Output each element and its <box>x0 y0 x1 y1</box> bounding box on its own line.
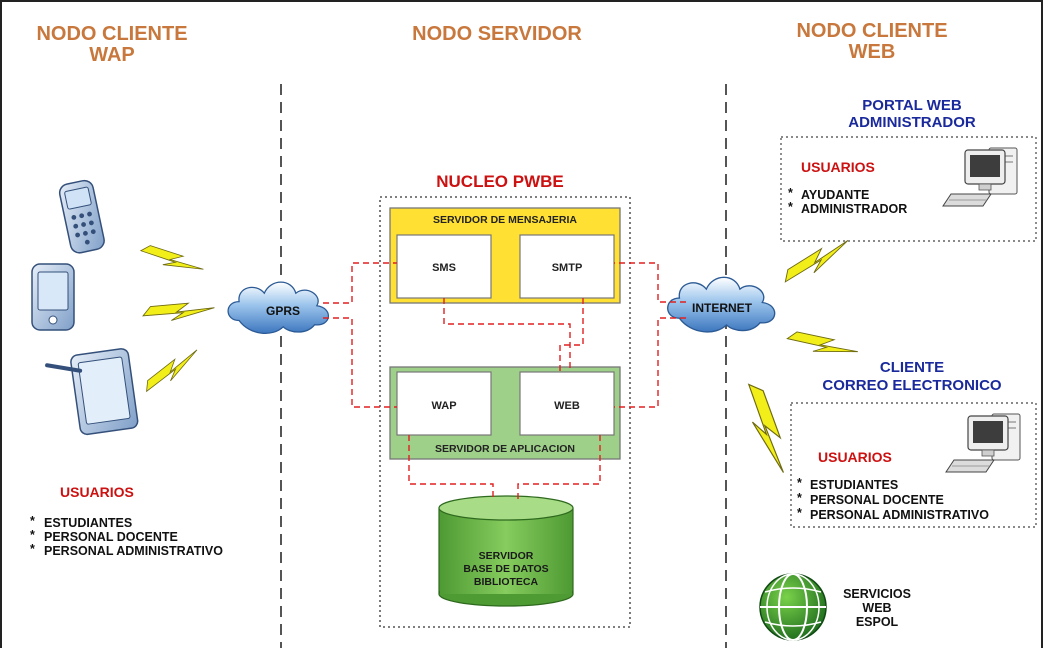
desktop-computer-icon <box>942 147 1018 207</box>
web-node-title-line2: WEB <box>849 41 896 63</box>
gprs-cloud-label: GPRS <box>266 304 300 318</box>
messaging-server-label: SERVIDOR DE MENSAJERIA <box>433 214 577 226</box>
web-services-line2: WEB <box>862 601 891 615</box>
server-node-title: NODO SERVIDOR <box>412 23 582 45</box>
lightning-icon <box>745 380 787 477</box>
list-item: AYUDANTE <box>801 188 869 202</box>
list-item: PERSONAL ADMINISTRATIVO <box>44 544 223 558</box>
email-users-list: * ESTUDIANTES * PERSONAL DOCENTE * PERSONAL… <box>797 476 989 522</box>
smtp-module-label: SMTP <box>552 262 583 274</box>
pda-icon <box>31 263 75 331</box>
core-title: NUCLEO PWBE <box>436 172 564 191</box>
svg-text:*: * <box>797 491 802 505</box>
svg-text:*: * <box>788 200 793 214</box>
admin-portal-box <box>780 136 1037 242</box>
lightning-icon <box>139 237 205 283</box>
database-label-line1: SERVIDOR <box>479 550 534 562</box>
email-client-title-line1: CLIENTE <box>880 359 944 376</box>
list-item: PERSONAL DOCENTE <box>810 493 944 507</box>
list-item: ESTUDIANTES <box>810 478 898 492</box>
database-label-line3: BIBLIOTECA <box>474 576 539 588</box>
wap-module-label: WAP <box>431 400 456 412</box>
list-item: ESTUDIANTES <box>44 516 132 530</box>
web-module <box>519 371 615 436</box>
web-services-line1: SERVICIOS <box>843 587 911 601</box>
smtp-module <box>519 234 615 299</box>
svg-text:*: * <box>788 186 793 200</box>
wap-users-title: USUARIOS <box>60 484 134 500</box>
connector-lines <box>323 262 686 500</box>
list-item: PERSONAL ADMINISTRATIVO <box>810 508 989 522</box>
core-boundary <box>379 196 631 628</box>
desktop-computer-icon <box>945 413 1021 473</box>
svg-text:*: * <box>797 506 802 520</box>
admin-users-list: * AYUDANTE * ADMINISTRADOR <box>788 186 907 216</box>
wap-users-list: * ESTUDIANTES * PERSONAL DOCENTE * PERSONAL… <box>30 514 223 558</box>
wap-node-title-line1: NODO CLIENTE <box>36 23 187 45</box>
svg-text:*: * <box>30 514 35 528</box>
admin-portal-title-line2: ADMINISTRADOR <box>848 114 976 131</box>
internet-cloud-label: INTERNET <box>692 301 753 315</box>
lightning-icon <box>785 322 860 368</box>
email-users-title: USUARIOS <box>818 449 892 465</box>
web-module-label: WEB <box>554 400 580 412</box>
database-label-line2: BASE DE DATOS <box>463 563 548 575</box>
tablet-icon <box>45 348 139 436</box>
mobile-phone-icon <box>58 179 105 254</box>
lightning-icon <box>139 347 205 394</box>
admin-users-title: USUARIOS <box>801 159 875 175</box>
wap-node-title-line2: WAP <box>89 44 135 66</box>
web-services-line3: ESPOL <box>856 615 899 629</box>
web-node-title-line1: NODO CLIENTE <box>796 20 947 42</box>
list-item: PERSONAL DOCENTE <box>44 530 178 544</box>
list-item: ADMINISTRADOR <box>801 202 907 216</box>
svg-text:*: * <box>30 542 35 556</box>
admin-portal-title-line1: PORTAL WEB <box>862 97 962 114</box>
application-server-label: SERVIDOR DE APLICACION <box>435 443 575 455</box>
svg-text:*: * <box>30 528 35 542</box>
lightning-icon <box>778 237 855 285</box>
svg-text:*: * <box>797 476 802 490</box>
wap-module <box>396 371 492 436</box>
sms-module-label: SMS <box>432 262 456 274</box>
lightning-icon <box>142 298 216 325</box>
database-icon <box>438 495 574 607</box>
email-client-title-line2: CORREO ELECTRONICO <box>822 377 1002 394</box>
email-client-box <box>790 402 1037 528</box>
globe-icon <box>759 573 827 641</box>
